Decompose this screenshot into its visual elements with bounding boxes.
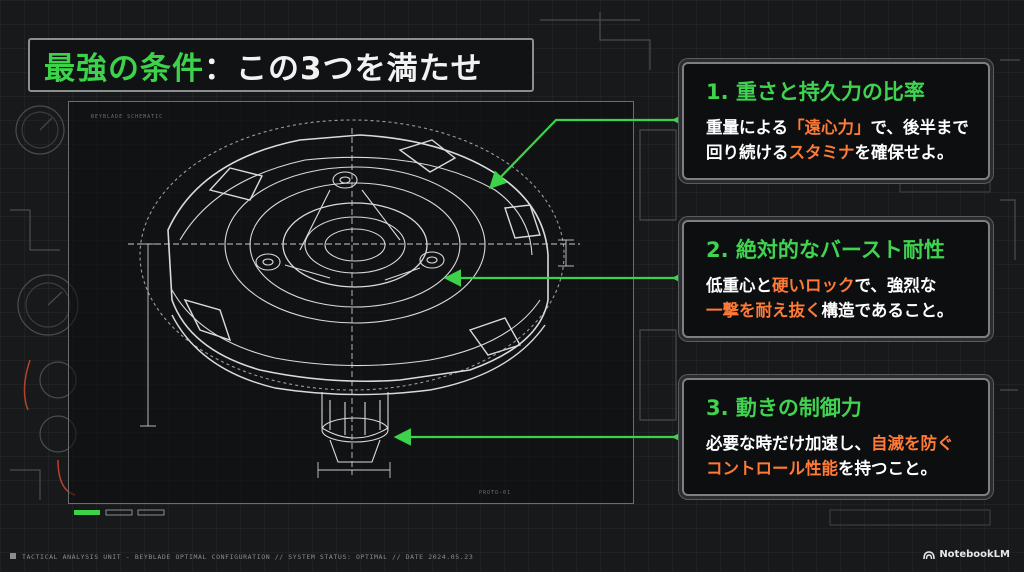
- card-text: 低重心と: [706, 276, 772, 295]
- status-bars: [74, 509, 165, 516]
- notebooklm-icon: [923, 550, 936, 559]
- card-highlight: 硬いロック: [772, 276, 855, 295]
- condition-card-3-body: 必要な時だけ加速し、自滅を防ぐ コントロール性能を持つこと。: [706, 431, 976, 481]
- condition-card-1-body: 重量による「遠心力」で、後半まで 回り続けるスタミナを確保せよ。: [706, 115, 976, 165]
- card-text: 重量による: [706, 118, 789, 137]
- card-text: 必要な時だけ加速し、: [706, 434, 871, 453]
- card-text: を確保せよ。: [854, 143, 954, 162]
- card-text: を持つこと。: [838, 459, 937, 478]
- card-text: 構造であること。: [821, 301, 954, 320]
- page-title: 最強の条件 ：この3つを満たせ: [28, 38, 534, 92]
- condition-card-2-title: 2. 絶対的なバースト耐性: [706, 238, 945, 262]
- card-highlight: スタミナ: [788, 143, 855, 162]
- arrow-card1: [488, 111, 690, 190]
- card-highlight: コントロール性能: [706, 459, 838, 478]
- blueprint-label-top: BEYBLADE SCHEMATIC: [91, 114, 164, 120]
- condition-card-2: 2. 絶対的なバースト耐性 低重心と硬いロックで、強烈な 一撃を耐え抜く構造であ…: [682, 220, 990, 338]
- card-text: で、強烈な: [854, 276, 937, 295]
- brand-logo: NotebookLM: [923, 549, 1010, 560]
- condition-card-1-title: 1. 重さと持久力の比率: [706, 80, 925, 104]
- gauge-icon: [15, 105, 65, 155]
- page-title-rest: ：この3つを満たせ: [204, 50, 483, 87]
- condition-card-3-title: 3. 動きの制御力: [706, 396, 862, 420]
- condition-card-1: 1. 重さと持久力の比率 重量による「遠心力」で、後半まで 回り続けるスタミナを…: [682, 62, 990, 180]
- brand-name: NotebookLM: [939, 549, 1010, 560]
- condition-card-3: 3. 動きの制御力 必要な時だけ加速し、自滅を防ぐ コントロール性能を持つこと。: [682, 378, 990, 496]
- card-text: で、後半まで: [870, 118, 969, 137]
- card-highlight: 「遠心力」: [788, 118, 871, 137]
- page-title-highlight: 最強の条件: [44, 50, 204, 87]
- card-text: 回り続ける: [706, 143, 789, 162]
- condition-card-2-body: 低重心と硬いロックで、強烈な 一撃を耐え抜く構造であること。: [706, 273, 976, 323]
- footer-square-icon: [10, 553, 16, 559]
- card-highlight: 一撃を耐え抜く: [706, 301, 822, 320]
- footer-status-text: TACTICAL ANALYSIS UNIT - BEYBLADE OPTIMA…: [22, 553, 474, 561]
- blueprint-label-bottom: PROTO-01: [479, 490, 512, 496]
- card-highlight: 自滅を防ぐ: [871, 434, 954, 453]
